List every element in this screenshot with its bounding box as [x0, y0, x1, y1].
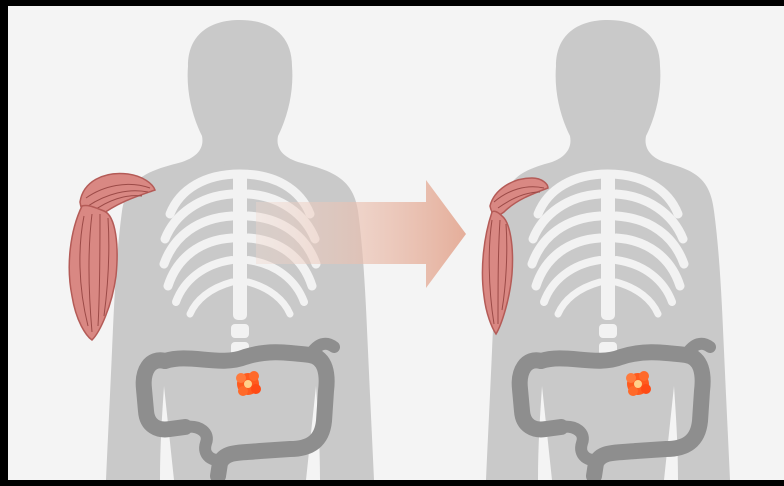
before-arm-muscle [69, 205, 117, 340]
before-neck [214, 111, 266, 166]
illustration-panel [8, 6, 784, 480]
after-tumor [626, 371, 651, 396]
after-neck [584, 111, 632, 166]
before-tumor [236, 371, 261, 396]
after-figure [482, 20, 730, 480]
cachexia-illustration [8, 6, 784, 480]
